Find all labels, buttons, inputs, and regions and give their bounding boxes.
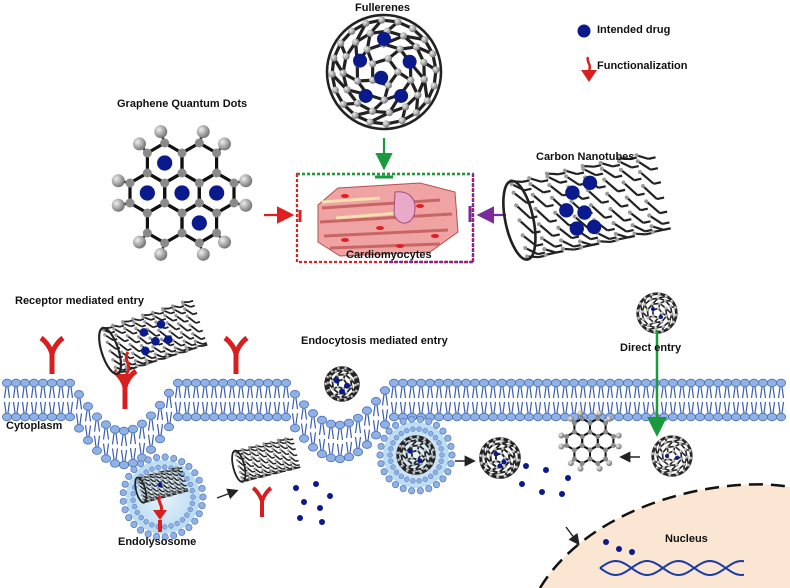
fullerenes-label: Fullerenes <box>355 2 411 14</box>
legend <box>577 24 597 82</box>
drug-legend-icon <box>577 24 591 38</box>
released-drug-dots <box>293 463 571 525</box>
cardiomyocytes-label: Cardiomyocytes <box>346 249 432 261</box>
nucleus-entry-arrow <box>565 526 580 546</box>
nucleus <box>538 483 790 588</box>
fullerene-molecule <box>325 13 443 131</box>
cardiac-tissue-illustration <box>317 182 459 257</box>
cardiomyocyte-panel <box>295 172 475 264</box>
nucleus-label: Nucleus <box>665 533 708 545</box>
small-particles-group <box>231 292 693 483</box>
graphene-qd-label: Graphene Quantum Dots <box>117 98 248 110</box>
endolysosome-release-arrow <box>216 488 239 500</box>
endolysosome-label: Endolysosome <box>118 536 197 548</box>
carbon-nanotubes-label: Carbon Nanotubes <box>536 151 635 163</box>
receptor-bound-nanotube <box>98 299 208 376</box>
drug-legend-label: Intended drug <box>597 24 671 36</box>
receptor-icon <box>39 335 65 374</box>
dna-strand-icon <box>599 559 745 577</box>
receptor-entry-label: Receptor mediated entry <box>15 295 144 307</box>
direct-entry-label: Direct entry <box>620 342 682 354</box>
graphene-quantum-dot-molecule <box>111 125 253 261</box>
cell-membrane-bilayer <box>2 378 787 470</box>
functionalization-linker <box>118 351 134 385</box>
functionalization-legend-icon <box>581 56 597 82</box>
cytoplasm-label: Cytoplasm <box>6 420 63 432</box>
released-receptor-icon <box>251 486 273 517</box>
vesicles-group <box>119 415 456 541</box>
carbon-nanotube-molecule <box>502 153 671 261</box>
endocytosis-entry-label: Endocytosis mediated entry <box>301 335 448 347</box>
functionalization-legend-label: Functionalization <box>597 60 688 72</box>
receptor-icon <box>223 335 249 374</box>
